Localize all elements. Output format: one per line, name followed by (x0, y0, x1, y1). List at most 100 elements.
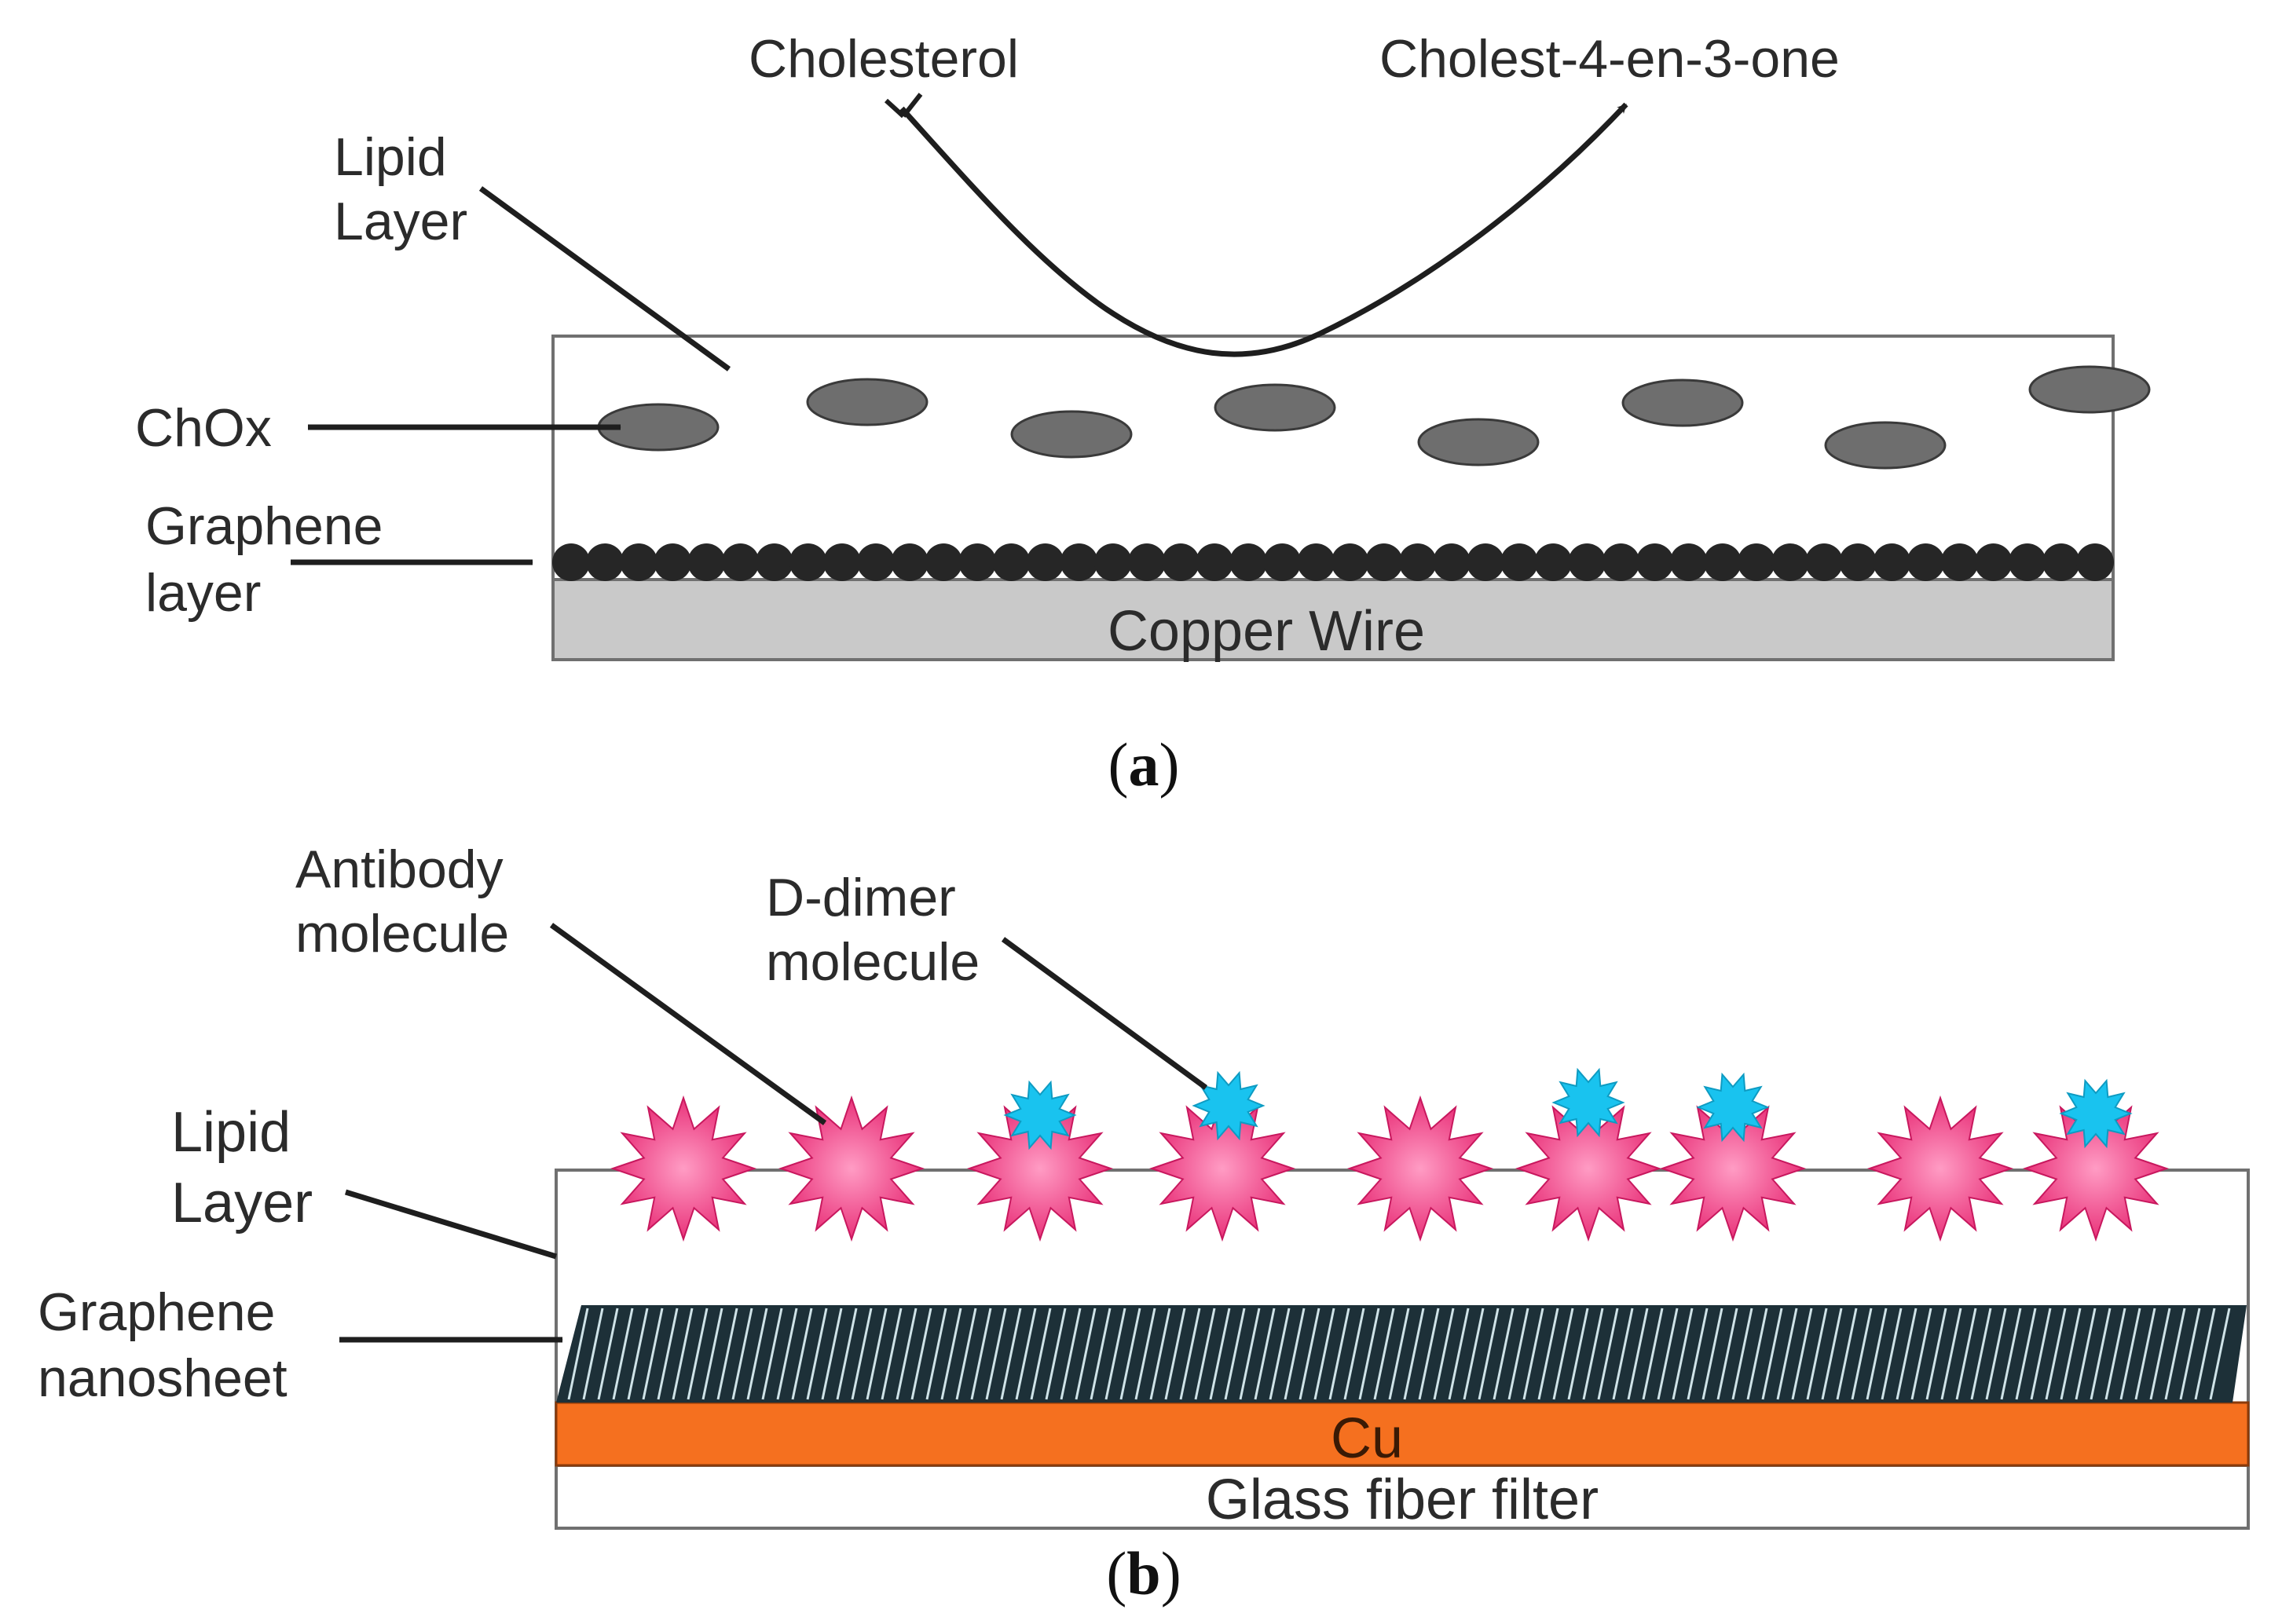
ddimer-molecule (1696, 1072, 1770, 1143)
nanosheet-stripe (1925, 1308, 1947, 1400)
nanosheet-stripe (1731, 1308, 1753, 1400)
nanosheet-stripe (1463, 1308, 1485, 1400)
nanosheet-stripe (1761, 1308, 1783, 1400)
nanosheet-stripe (2194, 1308, 2216, 1400)
graphene-bead (1602, 543, 1640, 581)
lipid-layer-arrow-a (478, 186, 731, 371)
chox-label: ChOx (135, 398, 272, 458)
antibody-molecule (1515, 1095, 1662, 1242)
nanosheet-stripe (1612, 1308, 1634, 1400)
nanosheet-stripe (2015, 1308, 2037, 1400)
graphene-bead (857, 543, 895, 581)
antibody-molecules (610, 1095, 2170, 1242)
antibody-molecule (1866, 1095, 2014, 1242)
graphene-bead (992, 543, 1031, 581)
chox-enzyme (1417, 418, 1540, 466)
nanosheet-stripe (955, 1308, 977, 1400)
nanosheet-stripe (910, 1308, 932, 1400)
chox-enzyme (1214, 383, 1336, 432)
nanosheet-stripe (1896, 1308, 1918, 1400)
ddimer-molecule (1192, 1070, 1266, 1141)
copper-wire-strip (551, 578, 2115, 661)
nanosheet-stripe (1209, 1308, 1231, 1400)
nanosheet-stripe (776, 1308, 798, 1400)
glass-fiber-filter-label: Glass fiber filter (1206, 1469, 1599, 1531)
graphene-bead (1060, 543, 1098, 581)
chox-enzyme (1621, 379, 1744, 427)
nanosheet-stripe (1239, 1308, 1261, 1400)
nanosheet-stripe (1791, 1308, 1813, 1400)
graphene-nanosheet (556, 1305, 2247, 1403)
nanosheet-stripe (1254, 1308, 1276, 1400)
chox-enzyme (1824, 421, 1947, 470)
nanosheet-stripe (925, 1308, 947, 1400)
graphene-bead (1432, 543, 1471, 581)
cholesterol-fork-tick (884, 93, 923, 119)
nanosheet-stripe (2164, 1308, 2186, 1400)
graphene-bead (2008, 543, 2046, 581)
nanosheet-stripe (1537, 1308, 1559, 1400)
nanosheet-stripe (2090, 1308, 2112, 1400)
reaction-curve-arrow (899, 102, 1628, 357)
lipid-layer-label-b-line1: Lipid (171, 1101, 291, 1164)
nanosheet-stripe (2045, 1308, 2067, 1400)
nanosheet-stripe (1597, 1308, 1619, 1400)
graphene-bead (1737, 543, 1775, 581)
nanosheet-stripe (1821, 1308, 1843, 1400)
graphene-bead (1331, 543, 1369, 581)
nanosheet-stripe (1298, 1308, 1320, 1400)
product-label: Cholest-4-en-3-one (1379, 29, 1840, 89)
nanosheet-stripe (1716, 1308, 1738, 1400)
lipid-layer-label-line2: Layer (334, 192, 467, 251)
cholesterol-label: Cholesterol (749, 29, 1019, 89)
graphene-bead (620, 543, 658, 581)
ddimer-molecule (2059, 1078, 2133, 1149)
nanosheet-stripe (1642, 1308, 1664, 1400)
cu-label: Cu (1331, 1407, 1403, 1470)
nanosheet-stripe (1701, 1308, 1723, 1400)
nanosheet-stripe (1955, 1308, 1977, 1400)
graphene-bead (687, 543, 726, 581)
nanosheet-stripe (2075, 1308, 2097, 1400)
graphene-bead (1398, 543, 1437, 581)
nanosheet-stripe (866, 1308, 888, 1400)
nanosheet-stripe (2060, 1308, 2082, 1400)
cu-strip (555, 1401, 2250, 1467)
chox-enzyme (806, 378, 929, 426)
antibody-arrow (549, 923, 827, 1125)
nanosheet-stripe (1194, 1308, 1216, 1400)
graphene-bead (1940, 543, 1979, 581)
nanosheet-stripe (1284, 1308, 1306, 1400)
graphene-bead (1162, 543, 1200, 581)
graphene-bead (1703, 543, 1742, 581)
nanosheet-stripe (851, 1308, 873, 1400)
nanosheet-stripe (746, 1308, 768, 1400)
caption-b: (b) (1106, 1539, 1181, 1608)
ddimer-label-line1: D-dimer (766, 868, 956, 927)
nanosheet-stripe (2149, 1308, 2171, 1400)
nanosheet-stripe (612, 1308, 634, 1400)
nanosheet-stripe (716, 1308, 738, 1400)
nanosheet-stripe (1358, 1308, 1380, 1400)
graphene-bead (721, 543, 760, 581)
nanosheet-stripe (1866, 1308, 1888, 1400)
graphene-bead (1127, 543, 1166, 581)
graphene-bead (1568, 543, 1606, 581)
antibody-label-line2: molecule (295, 904, 509, 964)
nanosheet-stripe (821, 1308, 843, 1400)
graphene-bead (654, 543, 692, 581)
nanosheet-stripe (2030, 1308, 2052, 1400)
antibody-label-line1: Antibody (295, 839, 504, 899)
nanosheet-stripe (701, 1308, 723, 1400)
ddimer-molecule (1003, 1080, 1077, 1150)
graphene-layer-beads (552, 543, 2114, 581)
graphene-bead (822, 543, 861, 581)
nanosheet-stripe (881, 1308, 903, 1400)
ddimer-molecules (1003, 1067, 2133, 1150)
graphene-layer-label-line2: layer (145, 563, 261, 623)
nanosheet-stripe (582, 1308, 604, 1400)
nanosheet-stripe (2119, 1308, 2141, 1400)
nanosheet-stripe (1552, 1308, 1574, 1400)
nanosheet-stripe (1672, 1308, 1694, 1400)
nanosheet-stripe (731, 1308, 753, 1400)
